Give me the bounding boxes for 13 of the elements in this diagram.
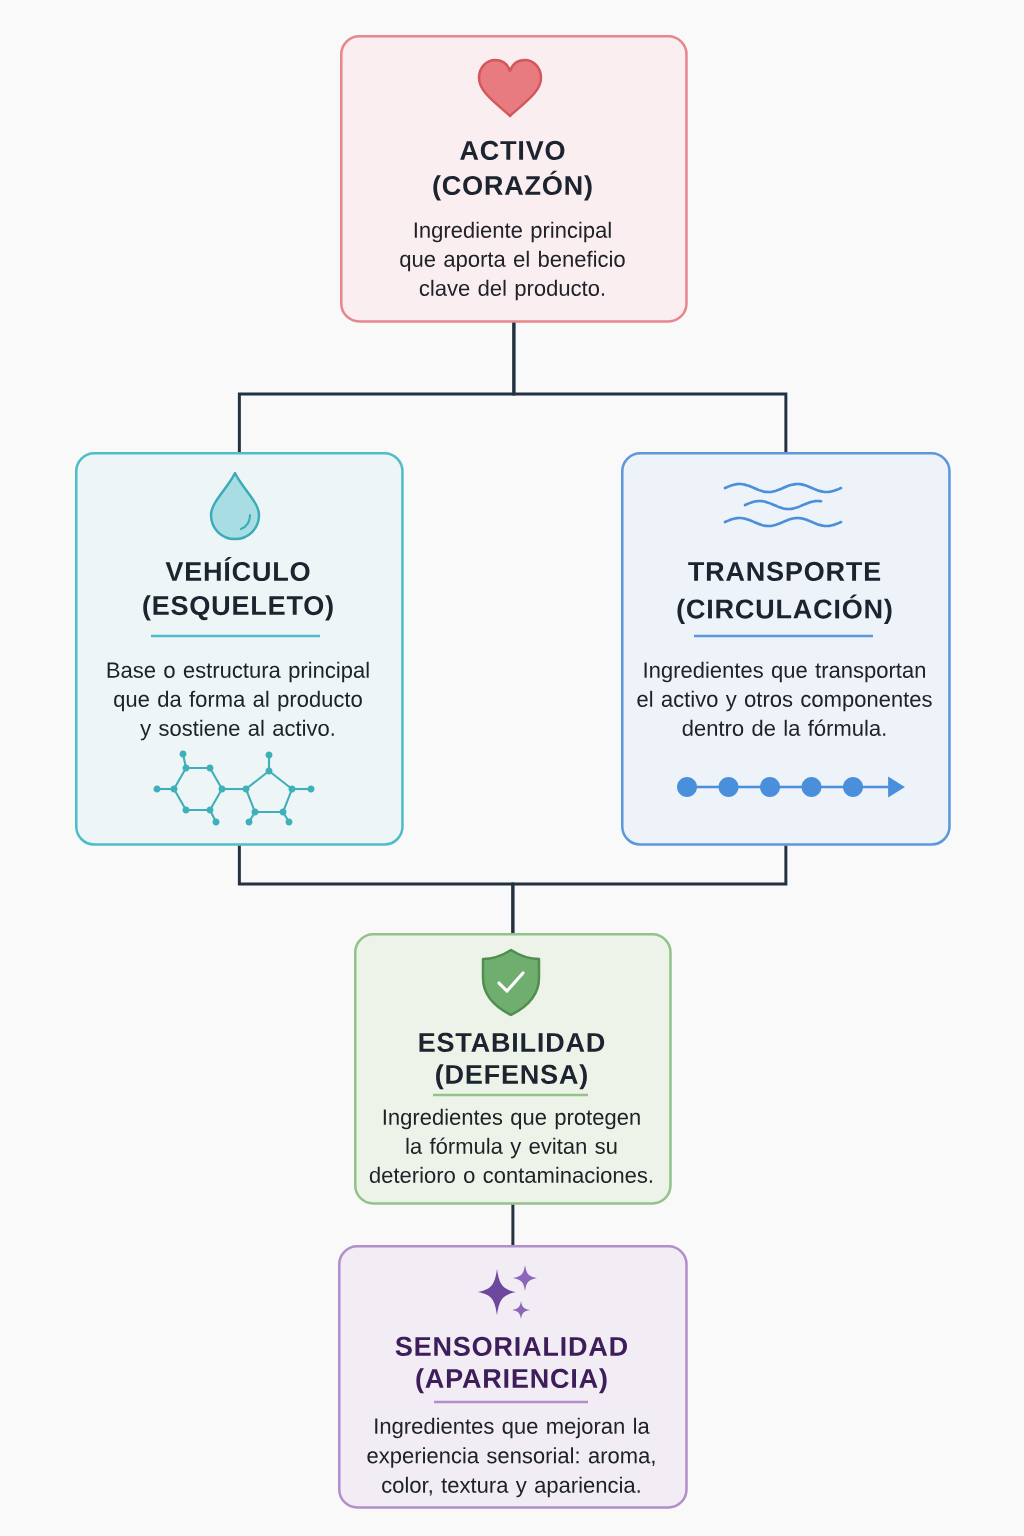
card-text: Ingredientes que protegen la fórmula y evitan su deterioro o contaminaciones. <box>369 1108 652 1183</box>
connector-line <box>512 322 788 452</box>
card-text: Base o estructura principal que da forma al producto y sostiene al activo. <box>107 661 369 741</box>
connector-line <box>511 845 788 933</box>
card-text: Ingrediente principal que aporta el beneficio clave del producto. <box>400 221 625 301</box>
card-text: Ingredientes que mejoran la experiencia sensorial: aroma, color, textura y apariencia. <box>367 1417 655 1498</box>
card-text: Ingredientes que transportan el activo y otros componentes dentro de la fórmula. <box>637 661 932 736</box>
card-title: SENSORIALIDAD (APARIENCIA) <box>395 1336 627 1394</box>
card-title: ACTIVO (CORAZÓN) <box>433 140 592 201</box>
card-title: ESTABILIDAD (DEFENSA) <box>419 1032 605 1090</box>
connector-line <box>511 1204 515 1245</box>
card-title: VEHÍCULO (ESQUELETO) <box>143 556 333 621</box>
card-title: TRANSPORTE (CIRCULACIÓN) <box>677 561 892 624</box>
